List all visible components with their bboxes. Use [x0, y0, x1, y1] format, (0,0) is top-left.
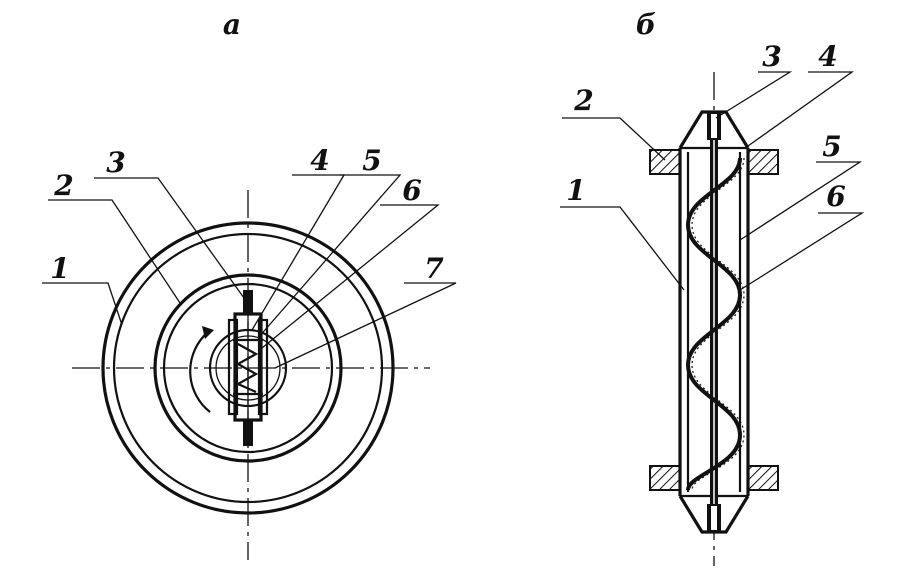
inner-ring-outer-edge	[153, 273, 343, 463]
outer-drum-outer-edge	[101, 221, 395, 515]
panel-b-label-6: 6	[826, 180, 845, 213]
panel-a-label-6: 6	[402, 174, 421, 207]
panel-b-label-2: 2	[573, 84, 593, 117]
panel-b-label-1: 1	[566, 174, 585, 207]
panel-b-label-5: 5	[822, 130, 841, 163]
panel-a-label-5: 5	[362, 144, 381, 177]
panel-b: б	[560, 8, 865, 566]
panel-b-label-4: 4	[818, 40, 837, 73]
panel-a: а	[42, 8, 457, 560]
inner-ring-inner-edge	[162, 282, 334, 454]
central-cartridge	[227, 290, 269, 446]
top-right-support	[747, 149, 779, 175]
rotation-arrow	[189, 331, 211, 413]
helix-spring	[685, 157, 743, 491]
bottom-right-support	[747, 465, 779, 491]
panel-a-label-2: 2	[53, 169, 73, 202]
rotation-arrowhead	[202, 326, 214, 339]
bottom-left-support	[649, 465, 681, 491]
panel-b-title: б	[636, 8, 656, 41]
panel-a-title: а	[223, 8, 241, 41]
panel-a-label-3: 3	[106, 146, 125, 179]
panel-a-label-1: 1	[50, 252, 69, 285]
cartridge-spiral	[235, 343, 259, 394]
panel-a-label-4: 4	[310, 144, 329, 177]
panel-a-leaders	[42, 174, 457, 369]
outer-drum-inner-edge	[112, 232, 384, 504]
panel-b-leaders	[560, 71, 865, 291]
panel-b-label-3: 3	[762, 40, 781, 73]
top-left-support	[649, 149, 681, 175]
tube-body	[678, 146, 750, 498]
panel-a-label-7: 7	[424, 252, 444, 285]
